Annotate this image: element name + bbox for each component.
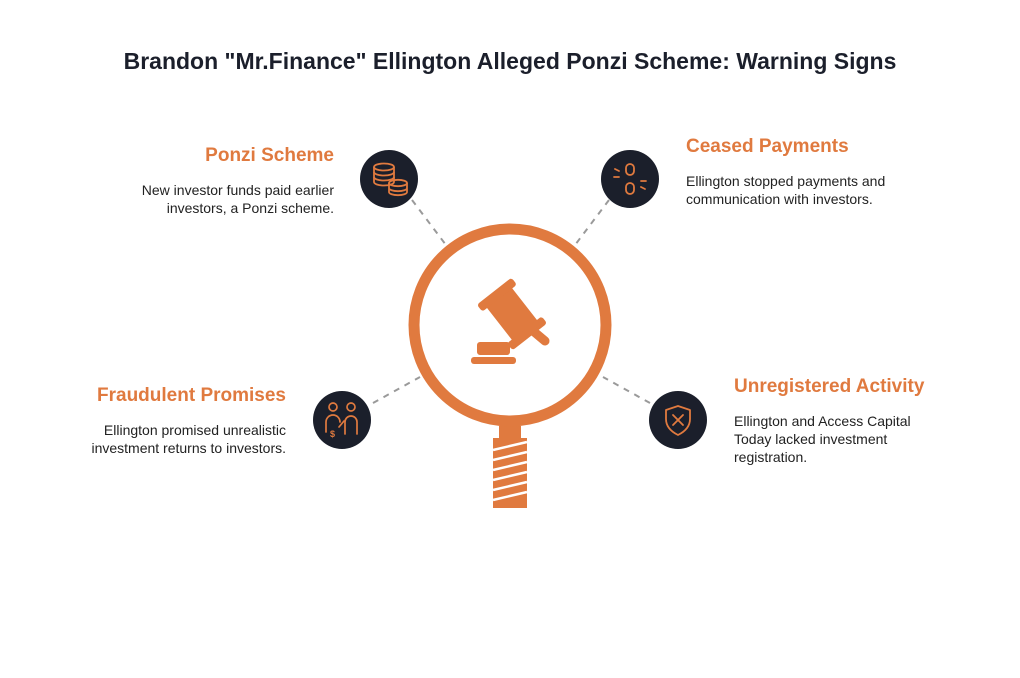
item-body: Ellington and Access Capital Today lacke…: [734, 413, 911, 465]
item-ponzi-scheme: Ponzi Scheme New investor funds paid ear…: [110, 145, 334, 217]
item-body: Ellington stopped payments and communica…: [686, 173, 886, 207]
connector-ponzi-scheme: [411, 199, 447, 246]
diagram-title: Brandon "Mr.Finance" Ellington Alleged P…: [123, 48, 897, 74]
item-ceased-payments: Ceased Payments Ellington stopped paymen…: [686, 136, 886, 208]
svg-text:$: $: [330, 429, 335, 439]
coin-stack-icon: [373, 162, 408, 197]
item-body: Ellington promised unrealistic investmen…: [91, 422, 286, 456]
broken-link-icon: [613, 163, 647, 195]
item-heading: Fraudulent Promises: [97, 385, 286, 406]
magnifier-icon: [408, 223, 612, 508]
magnifier-handle: [492, 438, 528, 508]
connector-unregistered-activity: [602, 376, 651, 404]
connector-ceased-payments: [574, 199, 610, 246]
item-fraudulent-promises: Fraudulent Promises Ellington promised u…: [70, 385, 286, 457]
badge-ponzi-scheme: [360, 150, 418, 208]
people-money-icon: $: [325, 402, 358, 439]
badge-unregistered-activity: [649, 391, 707, 449]
connector-fraudulent-promises: [372, 376, 421, 404]
badge-ceased-payments: [601, 150, 659, 208]
gavel-block: [477, 342, 510, 355]
shield-x-icon: [665, 405, 691, 436]
item-body: New investor funds paid earlier investor…: [141, 182, 334, 216]
item-heading: Unregistered Activity: [734, 376, 925, 397]
item-heading: Ceased Payments: [686, 136, 849, 157]
badge-fraudulent-promises: $: [313, 391, 371, 449]
gavel-icon: [471, 278, 550, 364]
gavel-base: [471, 357, 516, 364]
item-heading: Ponzi Scheme: [205, 145, 334, 166]
magnifier-neck: [499, 426, 521, 438]
item-unregistered-activity: Unregistered Activity Ellington and Acce…: [734, 376, 944, 466]
